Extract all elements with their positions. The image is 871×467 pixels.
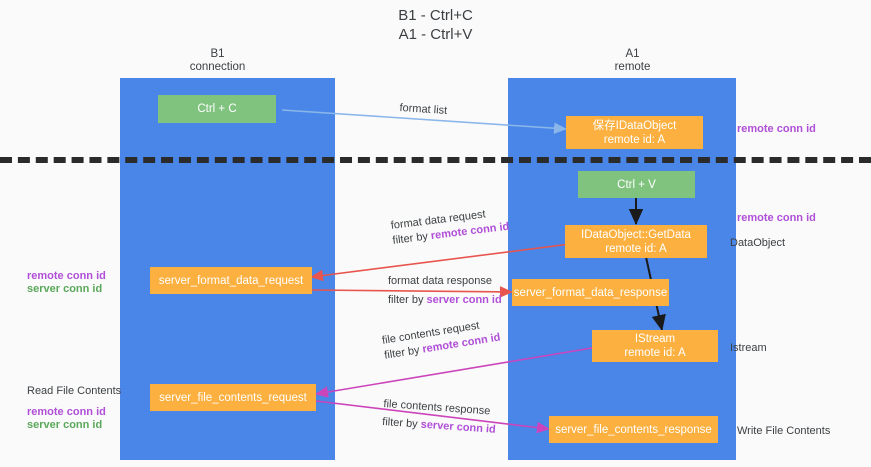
label-left-remote-conn-id-a: remote conn id (27, 270, 106, 282)
label-left-server-conn-id-b: server conn id (27, 419, 103, 431)
box-ctrl-v[interactable]: Ctrl + V (578, 171, 695, 198)
box-server-format-data-response[interactable]: server_format_data_response (512, 279, 669, 306)
box-server-file-contents-request[interactable]: server_file_contents_request (150, 384, 316, 411)
wire-file-contents-request (315, 347, 593, 398)
wire-format-list (281, 109, 567, 134)
filter-prefix: filter by (381, 415, 422, 431)
arrow-label-format-data-response-text: format data response (388, 275, 492, 287)
arrow-label-format-list: format list (399, 101, 448, 119)
label-left-remote-conn-id-b: remote conn id (27, 406, 106, 418)
filter-value: server conn id (420, 418, 497, 436)
label-left-server-conn-id-a: server conn id (27, 283, 103, 295)
box-idataobject-getdata[interactable]: IDataObject::GetData remote id: A (565, 225, 707, 258)
box-store-idataobject[interactable]: 保存IDataObject remote id: A (566, 116, 703, 149)
arrow-label-format-data-response: format data response filter by server co… (388, 274, 502, 308)
box-server-format-data-request[interactable]: server_format_data_request (150, 267, 312, 294)
wire-format-data-request (310, 242, 579, 282)
filter-prefix: filter by (391, 230, 432, 247)
column-header-a1: A1 remote (614, 48, 651, 73)
label-remote-conn-id-mid: remote conn id (737, 212, 816, 224)
box-ctrl-c[interactable]: Ctrl + C (158, 95, 276, 123)
box-server-file-contents-response[interactable]: server_file_contents_response (549, 416, 718, 443)
filter-prefix: filter by (388, 294, 427, 306)
arrow-label-format-list-text: format list (399, 101, 448, 117)
filter-value: server conn id (426, 294, 502, 306)
label-istream: Istream (730, 342, 767, 354)
label-read-file-contents: Read File Contents (27, 385, 122, 397)
phase-divider (0, 157, 871, 163)
arrow-label-format-data-response-filter: filter by server conn id (388, 293, 502, 308)
column-header-b1: B1 connection (189, 48, 246, 73)
label-dataobject: DataObject (730, 237, 786, 249)
label-write-file-contents: Write File Contents (737, 425, 831, 437)
label-remote-conn-id-top: remote conn id (737, 123, 816, 135)
wire-file-contents-response (315, 400, 550, 434)
page-title: B1 - Ctrl+C A1 - Ctrl+V (398, 7, 473, 43)
box-istream[interactable]: IStream remote id: A (592, 330, 718, 362)
wire-format-data-response (310, 286, 513, 298)
